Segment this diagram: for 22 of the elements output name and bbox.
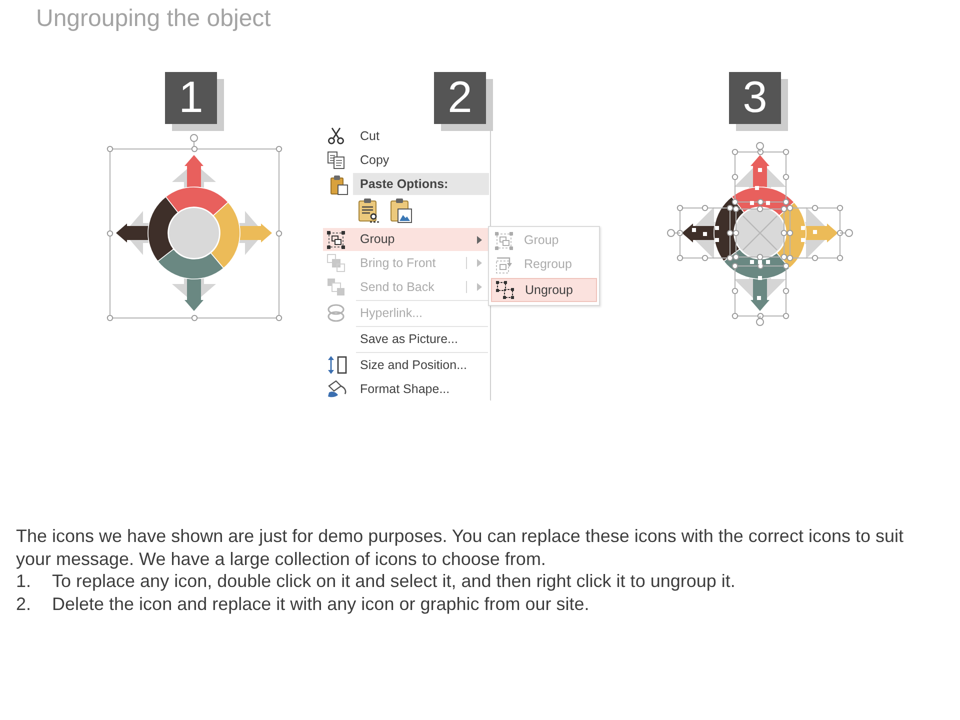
- list-number: 2.: [16, 592, 32, 615]
- menu-item: Group: [323, 228, 489, 251]
- step-number-badge: 1: [165, 72, 224, 131]
- menu-item: Save as Picture...: [323, 328, 489, 350]
- submenu: [488, 226, 600, 306]
- menu-item: Bring to Front: [323, 252, 489, 274]
- list-item-text: Delete the icon and replace it with any icon or graphic from our site.: [52, 592, 590, 615]
- menu-item: Size and Position...: [323, 354, 489, 376]
- slide-title: Ungrouping the object: [36, 4, 271, 34]
- list-number: 1.: [16, 570, 32, 592]
- menu-item: Copy: [323, 149, 489, 171]
- menu-item: Format Shape...: [323, 378, 489, 400]
- intro-paragraph: The icons we have shown are just for demo purposes. You can replace these icons with the correct icons to suit your message. We have a large collection of icons to choose from.: [16, 525, 904, 570]
- menu-item: Regroup: [491, 253, 597, 276]
- menu-item: Group: [491, 229, 597, 252]
- list-item-text: To replace any icon, double click on it and select it, and then right click it to ungroup it.: [52, 570, 736, 592]
- menu-item: Hyperlink...: [323, 302, 489, 324]
- menu-section-heading: Paste Options:: [353, 173, 489, 195]
- step-number-badge: 3: [729, 72, 788, 131]
- menu-item: Send to Back: [323, 276, 489, 298]
- step-number-badge: 2: [434, 72, 493, 131]
- menu-item: Ungroup: [491, 278, 597, 302]
